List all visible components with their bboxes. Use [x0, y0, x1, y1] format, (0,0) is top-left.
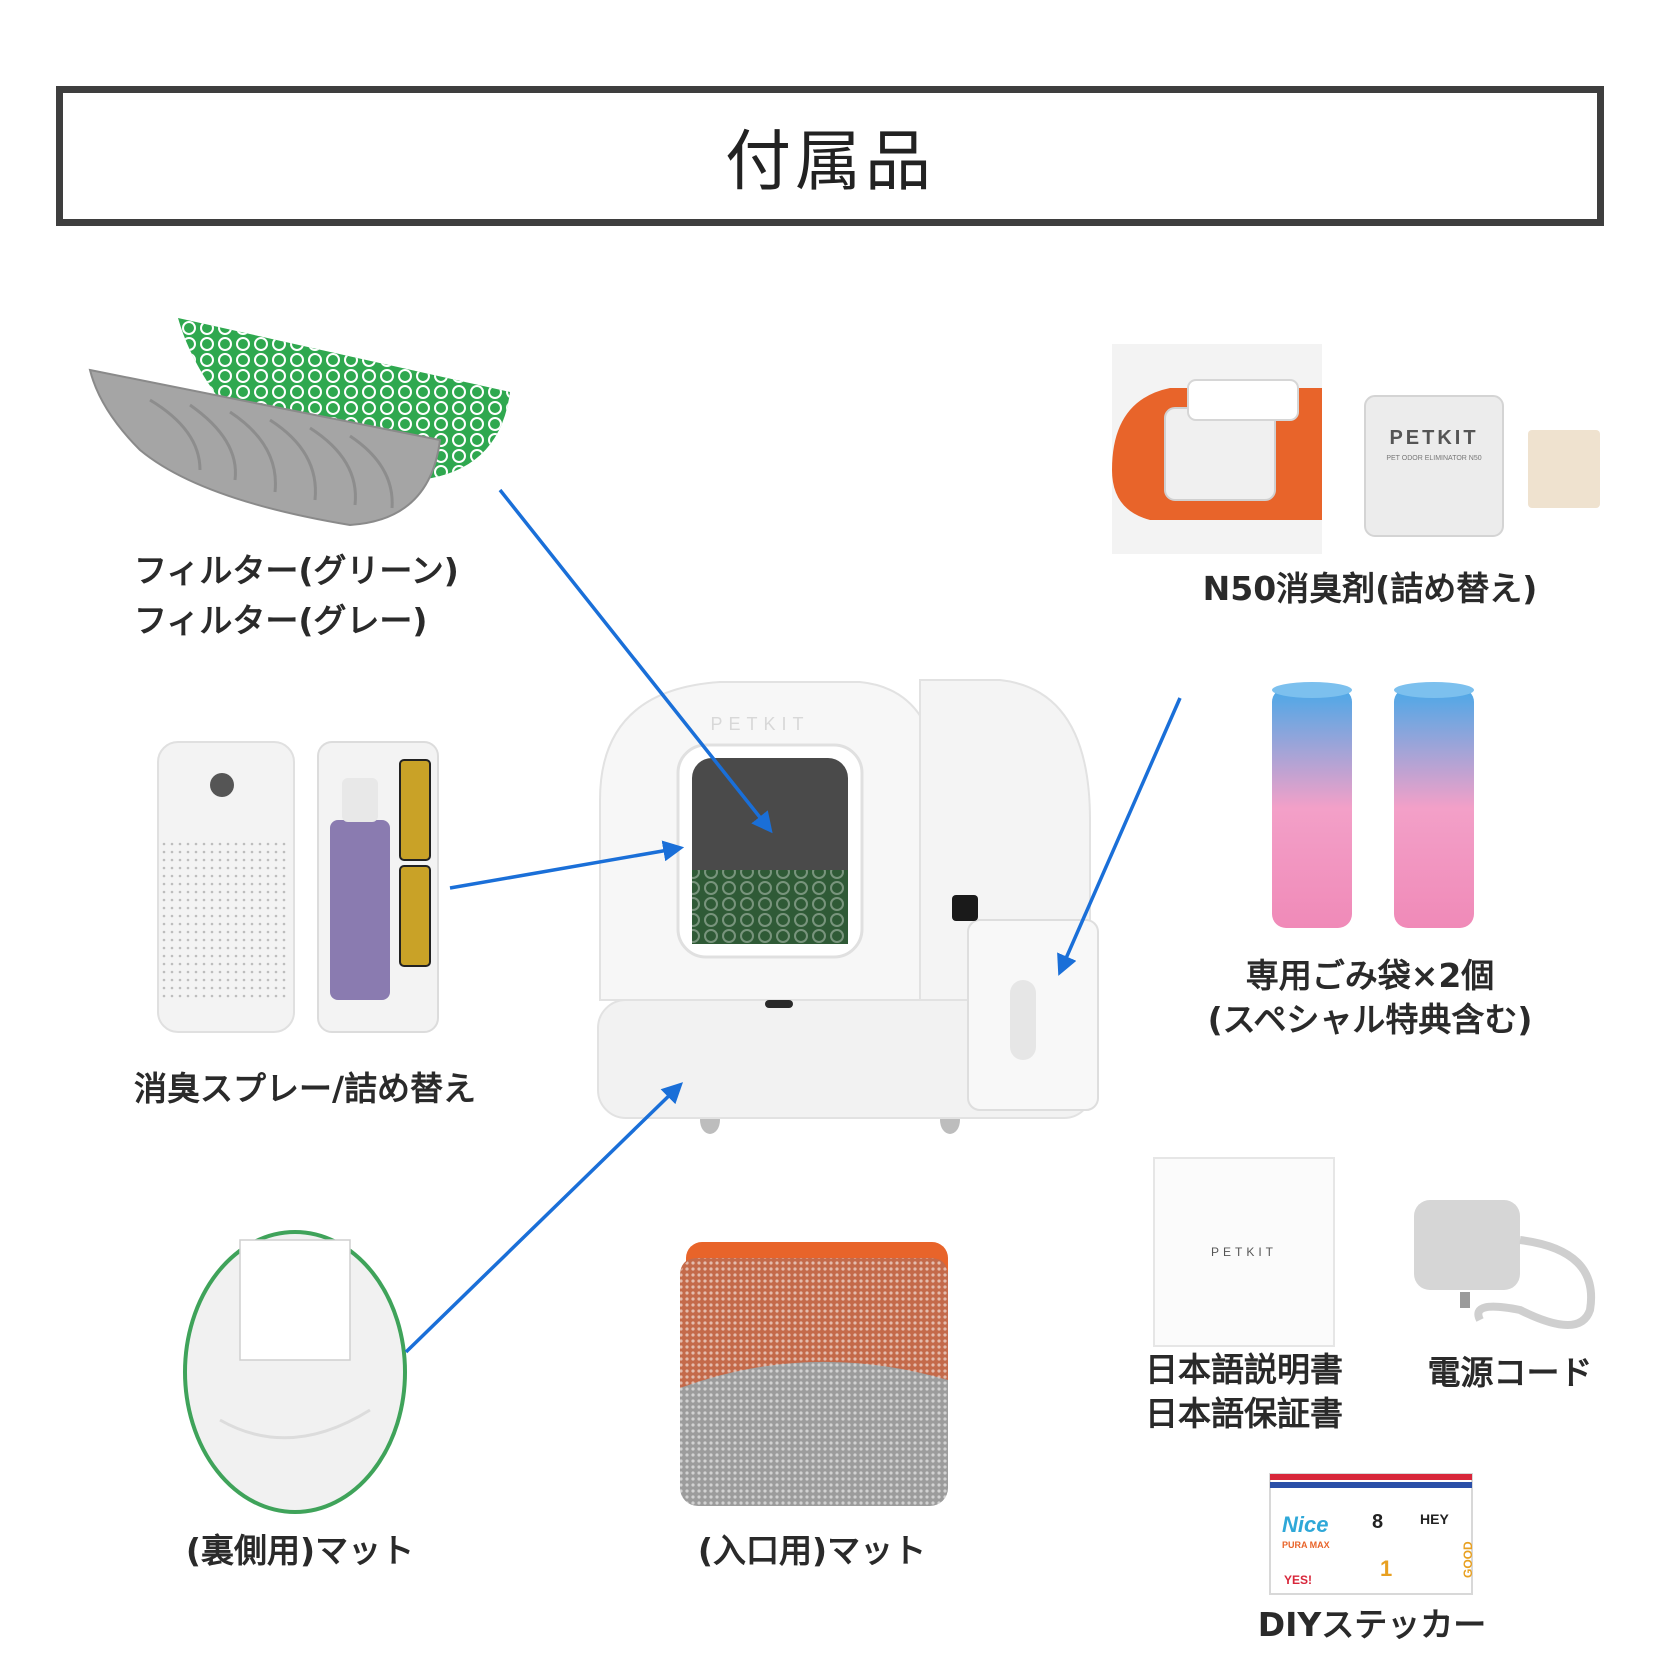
trash-bag-roll-2: [1394, 688, 1474, 928]
label-deodorizer: N50消臭剤(詰め替え): [1202, 569, 1538, 608]
label-trash-bag-bonus: (スペシャル特典含む): [1207, 1000, 1533, 1039]
sticker-word-hey: HEY: [1420, 1511, 1449, 1527]
pouch-subtitle-text: PET ODOR ELIMINATOR N50: [1386, 455, 1481, 462]
page-title: 付属品: [725, 123, 935, 200]
label-manual: 日本語説明書: [1145, 1350, 1343, 1389]
sticker-illustration: Nice HEY PURA MAX 8 1 YES! GOOD: [1269, 1473, 1475, 1595]
label-mat-entrance: (入口用)マット: [697, 1531, 927, 1570]
sticker-word-eight: 8: [1372, 1511, 1383, 1533]
deodorizer-pouch-image: [1364, 395, 1504, 537]
label-mat-back: (裏側用)マット: [185, 1531, 415, 1570]
pointer-arrows: [404, 488, 1182, 1354]
power-adapter-image: [1414, 1200, 1520, 1290]
litter-box-illustration: PETKIT: [597, 679, 1099, 1134]
deodorizer-refill-image: [1528, 430, 1600, 508]
label-trash-bag-count: 専用ごみ袋×2個: [1245, 956, 1495, 995]
filter-illustration: [88, 318, 510, 527]
power-cord-illustration: [1414, 1200, 1596, 1329]
mat-entrance-illustration: [680, 1242, 948, 1506]
manual-illustration: PETKIT: [1153, 1157, 1335, 1347]
arrow-filter: [498, 488, 773, 834]
arrow-spray: [449, 840, 685, 890]
arrow-mat-back: [404, 1082, 684, 1354]
mat-back-illustration: [183, 1230, 407, 1514]
label-filter-green: フィルター(グリーン): [134, 551, 459, 590]
spray-illustration: [157, 741, 439, 1033]
litter-box-brand-text: PETKIT: [710, 714, 809, 734]
sticker-word-yes: YES!: [1284, 1573, 1312, 1587]
label-warranty: 日本語保証書: [1145, 1394, 1343, 1433]
filter-labels: フィルター(グリーン) フィルター(グレー): [134, 546, 459, 646]
sticker-word-nice: Nice: [1282, 1512, 1328, 1537]
label-power-cord: 電源コード: [1427, 1353, 1593, 1392]
label-filter-gray: フィルター(グレー): [134, 601, 428, 640]
label-sticker: DIYステッカー: [1257, 1605, 1487, 1644]
pouch-brand-text: PETKIT: [1389, 427, 1478, 449]
sticker-word-pura-max: PURA MAX: [1282, 1540, 1330, 1550]
trash-bag-labels: 専用ごみ袋×2個 (スペシャル特典含む): [1150, 954, 1590, 1042]
title-box: 付属品: [56, 86, 1604, 226]
arrow-trash-bag: [1057, 697, 1182, 976]
manual-brand-text: PETKIT: [1211, 1245, 1277, 1259]
deodorizer-illustration: PETKIT PET ODOR ELIMINATOR N50: [1112, 344, 1600, 554]
sticker-word-one: 1: [1380, 1556, 1392, 1581]
sticker-word-good: GOOD: [1461, 1541, 1475, 1578]
label-spray: 消臭スプレー/詰め替え: [134, 1069, 477, 1108]
trash-bag-roll-1: [1272, 688, 1352, 928]
trash-bags-illustration: [1272, 682, 1474, 928]
manual-labels: 日本語説明書 日本語保証書: [1124, 1348, 1364, 1436]
manual-booklet-image: [1153, 1157, 1335, 1347]
